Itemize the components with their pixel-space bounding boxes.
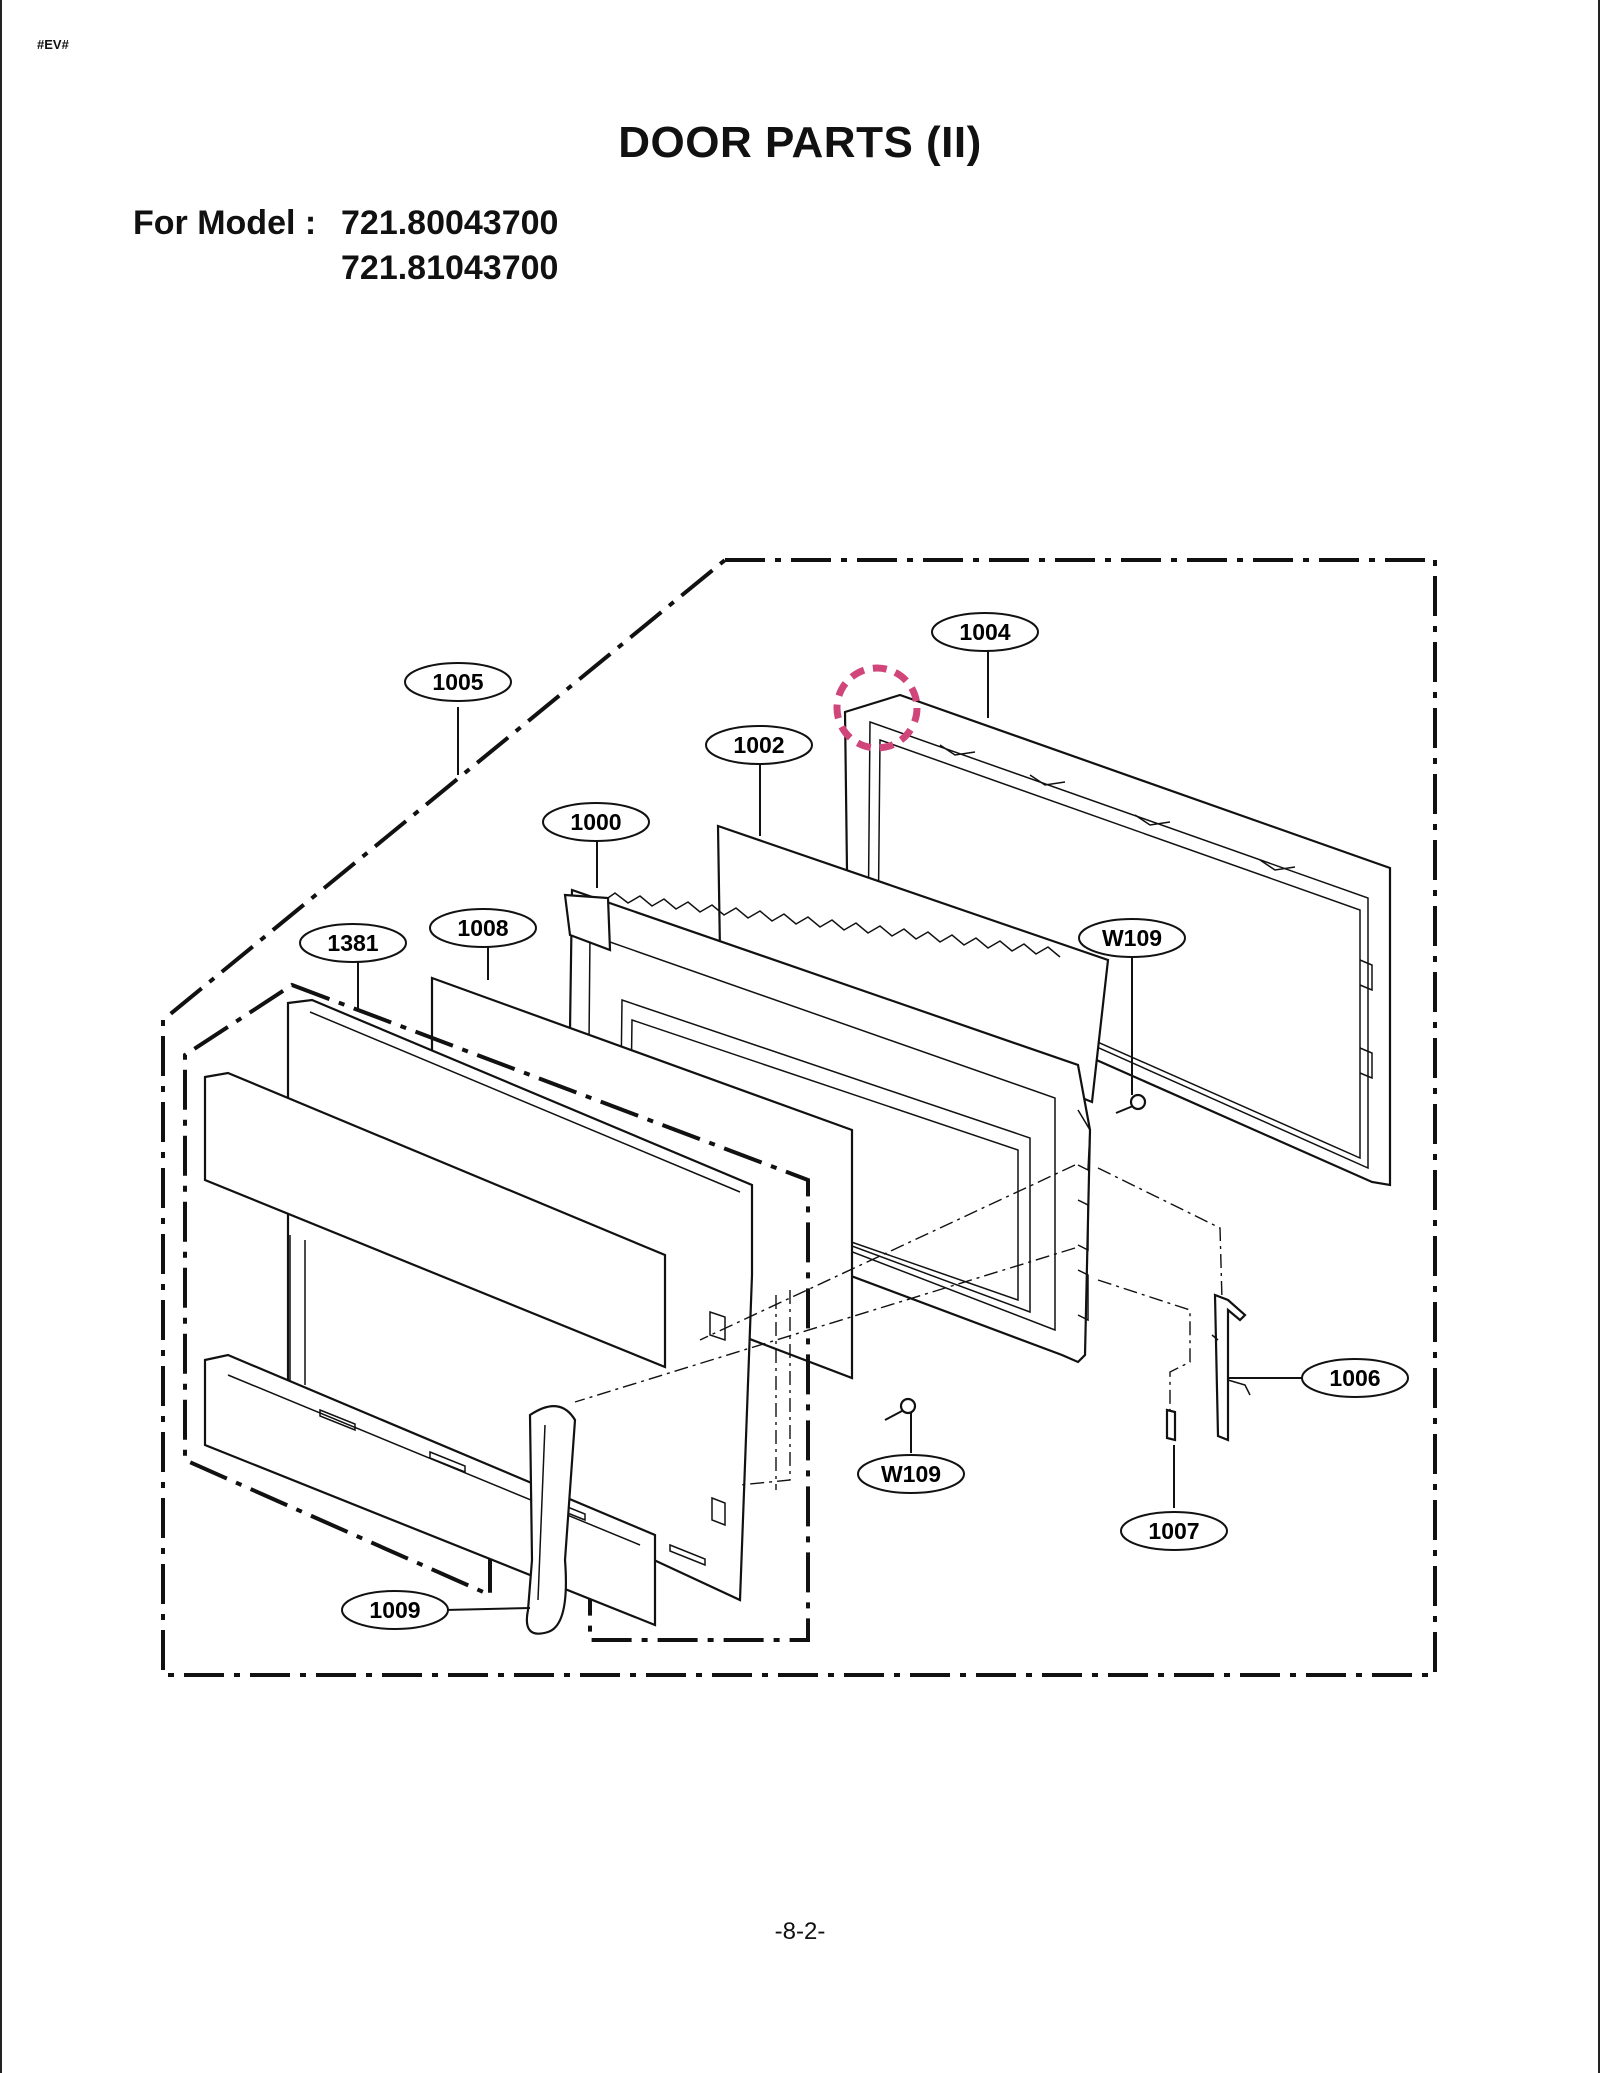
assembly-boundary xyxy=(161,558,1437,1677)
document-code: #EV# xyxy=(37,37,69,52)
callout-1381: 1381 xyxy=(299,923,407,963)
callout-label: 1009 xyxy=(369,1597,420,1623)
callout-label: W109 xyxy=(1102,925,1162,951)
callout-1008: 1008 xyxy=(429,908,537,948)
part-1009-handle xyxy=(525,1405,577,1635)
part-1381-door-front xyxy=(203,998,754,1627)
page-number: -8-2- xyxy=(774,1918,826,1945)
callout-label: 1005 xyxy=(432,669,483,695)
callout-label: 1000 xyxy=(570,809,621,835)
callout-1005: 1005 xyxy=(404,662,512,702)
highlight-circle xyxy=(833,664,921,752)
part-1006-latch xyxy=(1211,1293,1251,1442)
model-number-2: 721.81043700 xyxy=(341,249,559,287)
callout-1002: 1002 xyxy=(705,725,813,765)
callout-w109-bottom: W109 xyxy=(857,1454,965,1494)
leader-lines xyxy=(357,648,1306,1611)
model-number-1: 721.80043700 xyxy=(341,204,559,242)
callout-1000: 1000 xyxy=(542,802,650,842)
callout-label: W109 xyxy=(881,1461,941,1487)
callout-1006: 1006 xyxy=(1301,1358,1409,1398)
part-1002-glass xyxy=(716,824,1110,1104)
callout-label: 1004 xyxy=(959,619,1010,645)
callout-label: 1007 xyxy=(1148,1518,1199,1544)
part-w109-screw-top xyxy=(1115,1093,1147,1114)
callout-label: 1006 xyxy=(1329,1365,1380,1391)
callout-label: 1002 xyxy=(733,732,784,758)
model-label: For Model : xyxy=(133,204,317,242)
callout-label: 1381 xyxy=(327,930,378,956)
callout-1004: 1004 xyxy=(931,612,1039,652)
page-title: DOOR PARTS (II) xyxy=(618,118,982,167)
callout-1009: 1009 xyxy=(341,1590,449,1630)
part-w109-screw-bottom xyxy=(884,1397,917,1421)
page-border-left xyxy=(0,0,2,2073)
callout-label: 1008 xyxy=(457,915,508,941)
callout-1007: 1007 xyxy=(1120,1511,1228,1551)
alignment-lines xyxy=(574,1164,1223,1490)
part-1007-spring xyxy=(1165,1408,1177,1442)
callout-w109-top: W109 xyxy=(1078,918,1186,958)
page-border-right xyxy=(1598,0,1600,2073)
